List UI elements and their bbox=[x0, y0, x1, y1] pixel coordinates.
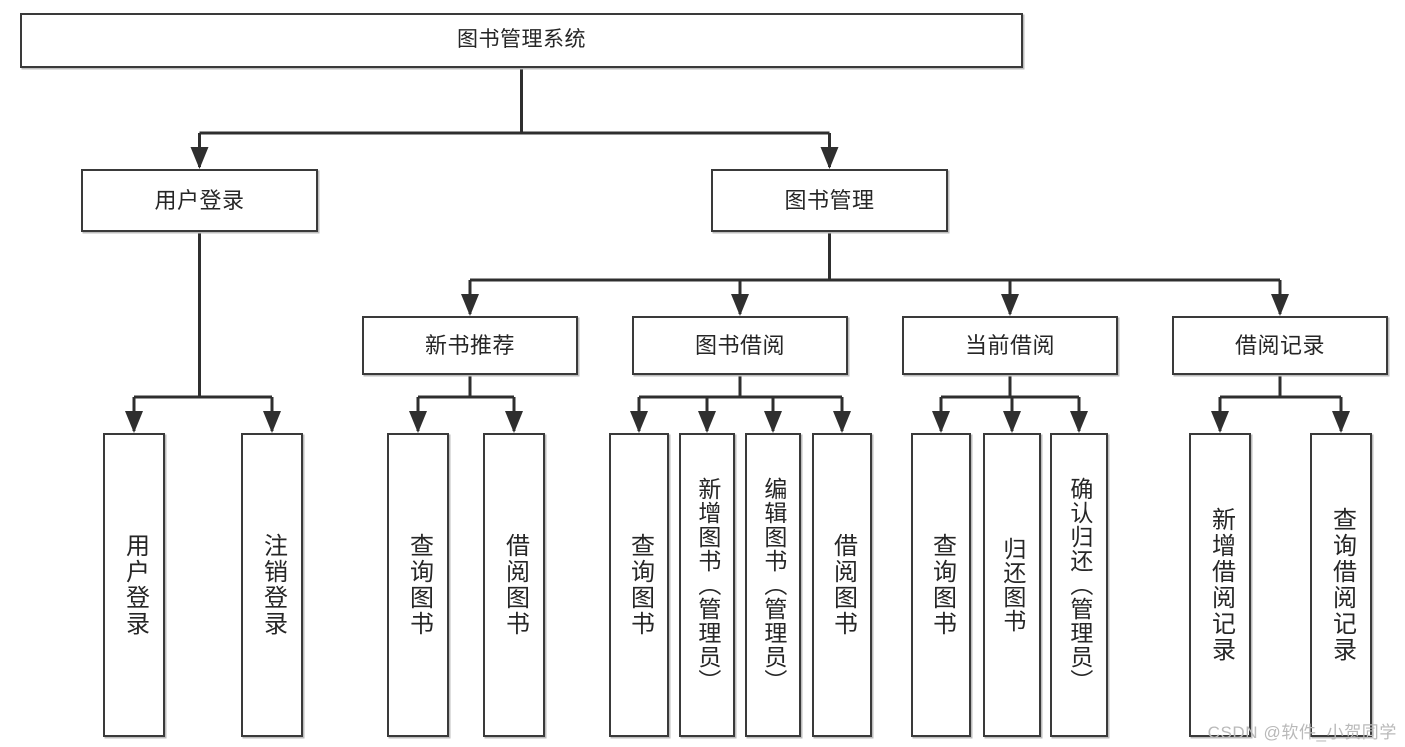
node-leaf-user-logout[interactable]: 注销登录 bbox=[241, 433, 303, 737]
node-new-book-rec[interactable]: 新书推荐 bbox=[362, 316, 578, 375]
node-label: 图书管理系统 bbox=[457, 28, 586, 52]
node-label: 查询借阅记录 bbox=[1328, 507, 1356, 663]
node-label: 查询图书 bbox=[928, 533, 956, 637]
node-leaf-query-book-2[interactable]: 查询图书 bbox=[609, 433, 669, 737]
node-leaf-query-book-3[interactable]: 查询图书 bbox=[911, 433, 971, 737]
node-label: 借阅记录 bbox=[1234, 332, 1325, 358]
node-leaf-borrow-book-1[interactable]: 借阅图书 bbox=[483, 433, 545, 737]
node-leaf-edit-book[interactable]: 编辑图书（管理员） bbox=[745, 433, 801, 737]
node-leaf-user-login[interactable]: 用户登录 bbox=[103, 433, 165, 737]
node-label: 借阅图书 bbox=[501, 533, 529, 637]
node-root[interactable]: 图书管理系统 bbox=[20, 13, 1023, 68]
node-current-borrow[interactable]: 当前借阅 bbox=[902, 316, 1118, 375]
node-label: 确认归还（管理员） bbox=[1066, 477, 1093, 693]
node-user-login[interactable]: 用户登录 bbox=[81, 169, 318, 232]
node-leaf-borrow-book-2[interactable]: 借阅图书 bbox=[812, 433, 872, 737]
node-leaf-confirm-return[interactable]: 确认归还（管理员） bbox=[1050, 433, 1108, 737]
node-label: 图书借阅 bbox=[694, 332, 785, 358]
node-label: 新增图书（管理员） bbox=[694, 477, 721, 693]
node-label: 借阅图书 bbox=[829, 533, 857, 637]
node-label: 归还图书 bbox=[999, 537, 1026, 633]
node-leaf-return-book[interactable]: 归还图书 bbox=[983, 433, 1041, 737]
node-leaf-add-record[interactable]: 新增借阅记录 bbox=[1189, 433, 1251, 737]
node-label: 新增借阅记录 bbox=[1207, 507, 1235, 663]
node-book-mgmt[interactable]: 图书管理 bbox=[711, 169, 948, 232]
node-leaf-query-book-1[interactable]: 查询图书 bbox=[387, 433, 449, 737]
node-leaf-add-book[interactable]: 新增图书（管理员） bbox=[679, 433, 735, 737]
node-label: 查询图书 bbox=[405, 533, 433, 637]
node-borrow-record[interactable]: 借阅记录 bbox=[1172, 316, 1388, 375]
node-label: 编辑图书（管理员） bbox=[760, 477, 787, 693]
node-label: 用户登录 bbox=[121, 533, 149, 637]
node-book-borrow[interactable]: 图书借阅 bbox=[632, 316, 848, 375]
node-label: 新书推荐 bbox=[424, 332, 515, 358]
node-label: 查询图书 bbox=[626, 533, 654, 637]
node-label: 注销登录 bbox=[259, 533, 287, 637]
node-label: 用户登录 bbox=[154, 187, 245, 213]
node-leaf-query-record[interactable]: 查询借阅记录 bbox=[1310, 433, 1372, 737]
node-label: 当前借阅 bbox=[964, 332, 1055, 358]
node-label: 图书管理 bbox=[784, 187, 875, 213]
